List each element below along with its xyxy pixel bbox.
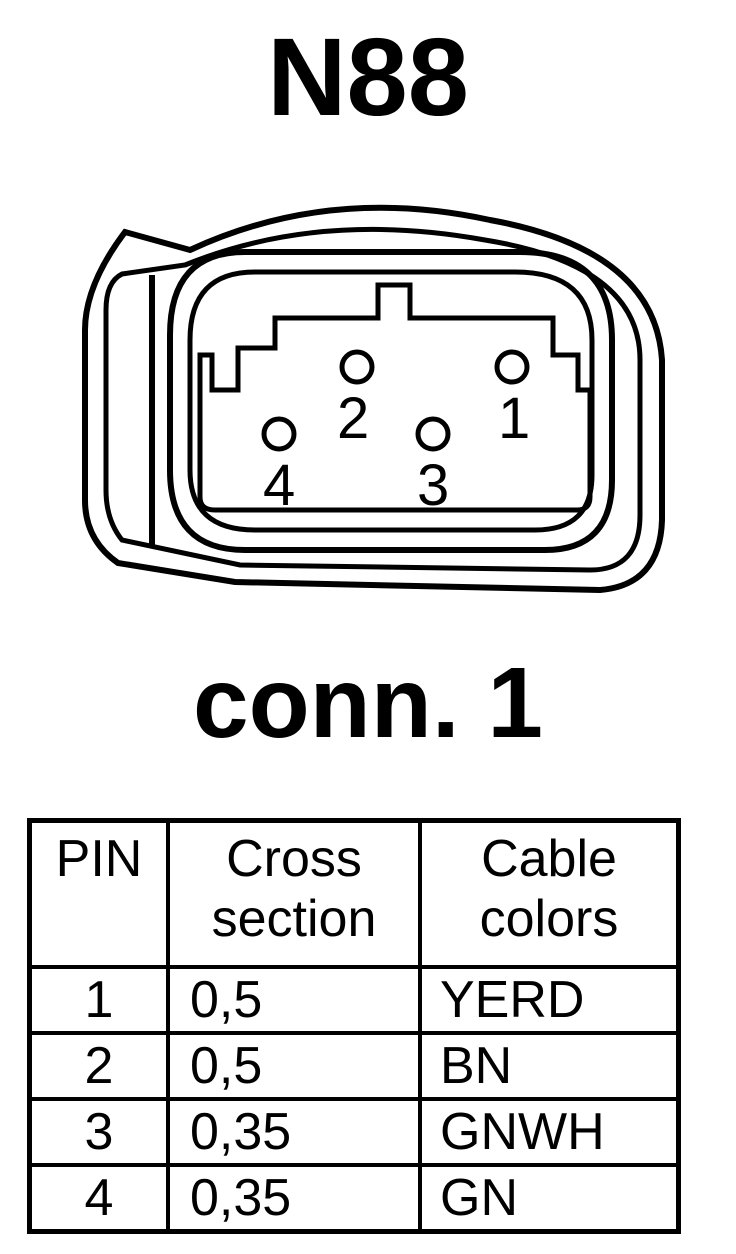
pin-3-contact [415, 416, 451, 452]
cell-pin: 4 [27, 1163, 170, 1234]
cell-cable-color: YERD [418, 965, 681, 1035]
cell-cross-section: 0,5 [166, 1031, 422, 1101]
cavity-profile [197, 282, 593, 513]
pin-4-contact [261, 416, 297, 452]
connector-diagram: 1 2 3 4 [82, 204, 665, 594]
table-row: 4 0,35 GN [27, 1163, 681, 1234]
cell-cable-color: GNWH [418, 1097, 681, 1167]
connector-face-inner [187, 269, 595, 533]
header-cable-colors: Cable colors [418, 818, 681, 969]
cell-cross-section: 0,5 [166, 965, 422, 1035]
pin-table: PIN Cross section Cable colors 1 0,5 YER… [27, 818, 681, 1234]
table-row: 1 0,5 YERD [27, 965, 681, 1035]
cell-cross-section: 0,35 [166, 1163, 422, 1234]
pin-2-contact [339, 349, 375, 385]
connector-title: conn. 1 [192, 647, 544, 759]
connector-housing-inner [103, 226, 643, 573]
connector-face-outer [167, 249, 615, 553]
cell-cable-color: BN [418, 1031, 681, 1101]
cell-pin: 1 [27, 965, 170, 1035]
cell-cross-section: 0,35 [166, 1097, 422, 1167]
pin-3-label: 3 [417, 453, 449, 518]
table-row: 2 0,5 BN [27, 1031, 681, 1101]
table-row: 3 0,35 GNWH [27, 1097, 681, 1167]
header-cross-section: Cross section [166, 818, 422, 969]
header-pin: PIN [27, 818, 170, 969]
pin-2-label: 2 [337, 386, 369, 451]
cell-pin: 2 [27, 1031, 170, 1101]
pin-1-contact [494, 349, 530, 385]
connector-housing-outer [82, 204, 665, 594]
component-title: N88 [267, 16, 469, 139]
table-header-row: PIN Cross section Cable colors [27, 818, 681, 969]
pin-4-label: 4 [263, 453, 295, 518]
cell-cable-color: GN [418, 1163, 681, 1234]
pin-1-label: 1 [498, 386, 530, 451]
cell-pin: 3 [27, 1097, 170, 1167]
